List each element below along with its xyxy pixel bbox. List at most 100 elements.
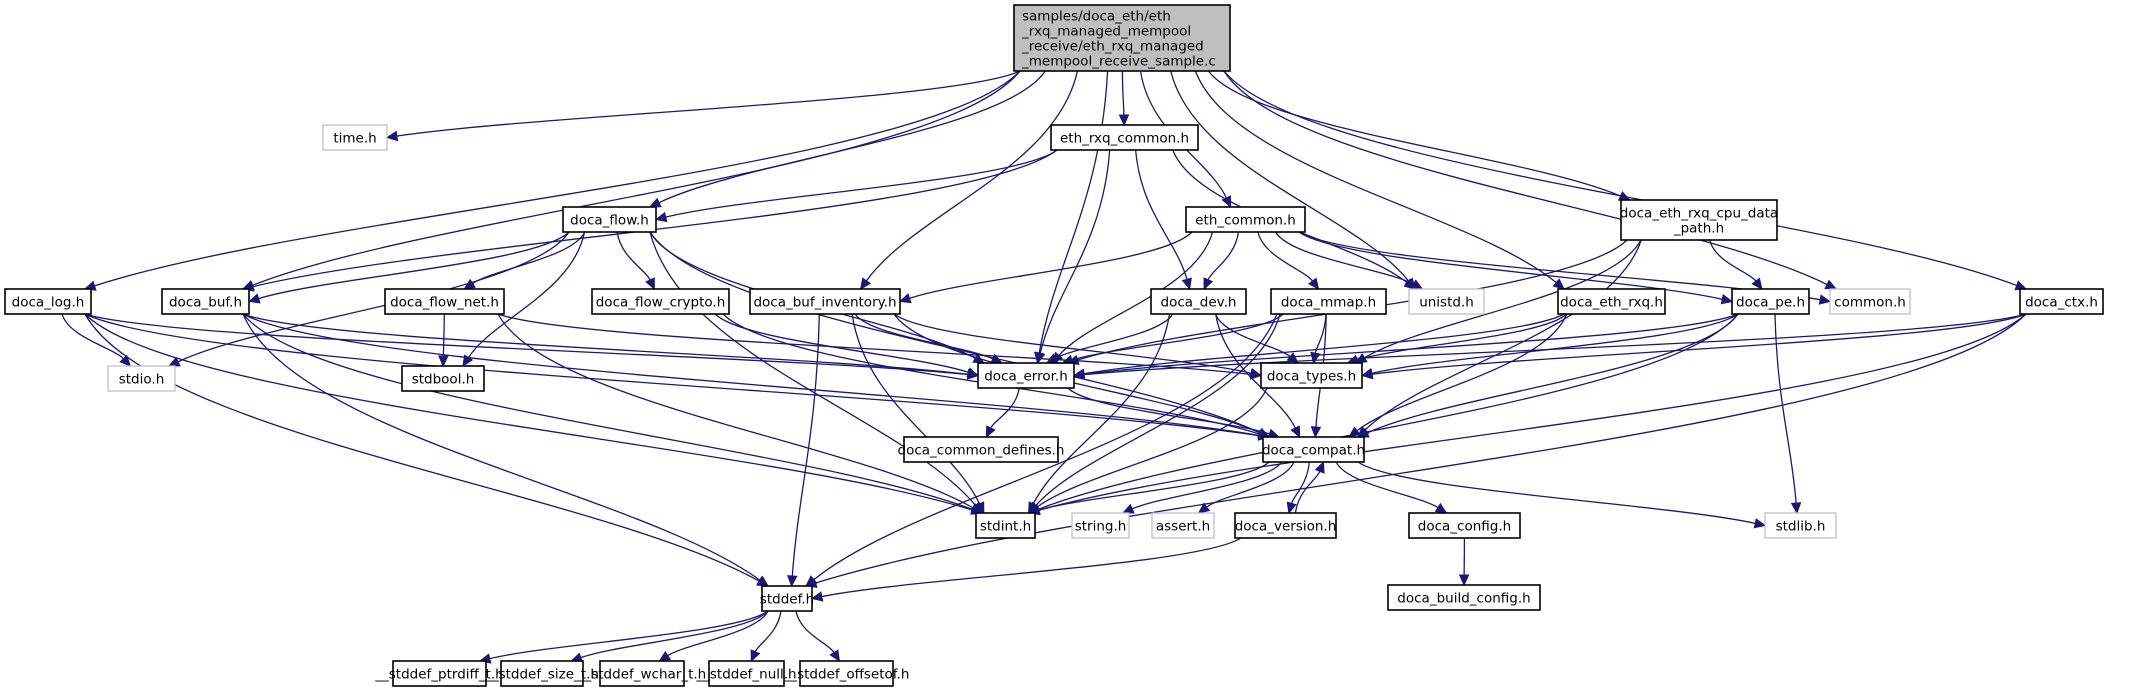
node-stddef-offsetof[interactable]: __stddef_offsetof.h: [783, 660, 910, 687]
node-doca-compat[interactable]: doca_compat.h: [1262, 436, 1365, 463]
node-doca-buf[interactable]: doca_buf.h: [161, 288, 250, 315]
node-common[interactable]: common.h: [1829, 288, 1911, 315]
edge-line: [252, 149, 1058, 288]
node-stdio[interactable]: stdio.h: [107, 365, 176, 392]
edge-doca-eth-rxq-to-doca-compat: [1348, 313, 1568, 438]
edge-doca-flow-net-to-stdint: [497, 313, 984, 514]
node-box: [1620, 199, 1778, 241]
node-doca-config[interactable]: doca_config.h: [1408, 512, 1521, 539]
node-label: __stddef_ptrdiff_t.h: [374, 667, 503, 683]
edge-line: [1083, 313, 1739, 375]
edge-line: [1356, 313, 1568, 432]
edge-line: [242, 313, 761, 581]
node-stddef-wchar-t[interactable]: __stddef_wchar_t.h: [577, 660, 707, 687]
node-doca-eth-rxq-cpu-data-path[interactable]: doca_eth_rxq_cpu_data_path.h: [1620, 199, 1778, 241]
edge-line: [1170, 70, 1410, 282]
edge-line: [714, 313, 969, 374]
edge-doca-ctx-to-doca-types: [1360, 313, 2027, 380]
edge-line: [1131, 461, 1283, 510]
edge-line: [990, 387, 1020, 429]
node-doca-types[interactable]: doca_types.h: [1260, 362, 1363, 389]
node-assert[interactable]: assert.h: [1151, 512, 1215, 539]
edge-stddef-to-stddef-wchar-t: [658, 610, 769, 662]
node-box: [761, 585, 813, 612]
edge-line: [1214, 313, 1291, 358]
arrowhead-icon: [787, 575, 798, 588]
node-doca-log[interactable]: doca_log.h: [4, 288, 92, 315]
node-box: [500, 660, 584, 687]
arrowhead-icon: [645, 277, 655, 291]
node-box: [1013, 4, 1231, 72]
edge-line: [1032, 313, 1171, 505]
node-box: [107, 365, 176, 392]
node-box: [1234, 512, 1337, 539]
edge-line: [1207, 231, 1240, 281]
arrowhead-icon: [438, 355, 449, 368]
node-doca-flow-crypto[interactable]: doca_flow_crypto.h: [591, 288, 730, 315]
node-doca-flow-net[interactable]: doca_flow_net.h: [384, 288, 505, 315]
node-box: [799, 660, 894, 687]
node-doca-buf-inventory[interactable]: doca_buf_inventory.h: [749, 288, 901, 315]
edge-root-to-doca-log: [83, 70, 1021, 291]
edge-line: [854, 313, 994, 360]
node-stddef-null[interactable]: __stddef_null.h: [695, 660, 797, 687]
node-root[interactable]: samples/doca_eth/eth_rxq_managed_mempool…: [1013, 4, 1231, 72]
node-unistd[interactable]: unistd.h: [1408, 288, 1485, 315]
node-doca-flow[interactable]: doca_flow.h: [562, 206, 657, 233]
edge-line: [1371, 313, 1739, 374]
node-box: [1262, 436, 1365, 463]
node-doca-version[interactable]: doca_version.h: [1234, 512, 1337, 539]
node-box: [1150, 288, 1247, 315]
node-label: eth_common.h: [1195, 213, 1296, 229]
node-doca-pe[interactable]: doca_pe.h: [1731, 288, 1810, 315]
edge-stddef-to-stddef-null: [750, 610, 782, 663]
node-label: _path.h: [1673, 221, 1724, 237]
node-stdlib[interactable]: stdlib.h: [1764, 512, 1837, 539]
node-box: [1557, 288, 1666, 315]
arrowhead-icon: [658, 650, 672, 662]
edge-line: [865, 70, 1079, 282]
edge-line: [1371, 313, 2027, 375]
node-stddef-size-t[interactable]: __stddef_size_t.h: [484, 660, 599, 687]
edge-doca-log-to-stdio: [61, 313, 132, 367]
edge-line: [1071, 313, 1284, 361]
edge-root-to-time: [385, 70, 1021, 142]
node-doca-error[interactable]: doca_error.h: [977, 362, 1075, 389]
edge-doca-buf-inventory-to-stdint: [851, 313, 985, 515]
node-stddef-ptrdiff-t[interactable]: __stddef_ptrdiff_t.h: [374, 660, 504, 687]
node-label: doca_log.h: [12, 295, 85, 311]
node-doca-common-defines[interactable]: doca_common_defines.h: [898, 436, 1065, 463]
edge-line: [94, 70, 1021, 287]
edge-doca-buf-to-stdint: [242, 313, 984, 515]
edge-doca-compat-to-string: [1121, 461, 1283, 514]
edge-doca-pe-to-doca-compat: [1356, 313, 1739, 438]
edge-line: [1335, 461, 1439, 509]
node-box: [4, 288, 92, 315]
node-doca-build-config[interactable]: doca_build_config.h: [1387, 584, 1541, 611]
node-string[interactable]: string.h: [1071, 512, 1130, 539]
edge-eth-common-to-doca-mmap: [1257, 231, 1320, 290]
arrowhead-icon: [829, 649, 841, 663]
node-stdbool[interactable]: stdbool.h: [401, 365, 485, 392]
node-label: eth_rxq_common.h: [1060, 131, 1189, 147]
edge-eth-common-to-doca-buf-inventory: [898, 231, 1193, 304]
node-doca-ctx[interactable]: doca_ctx.h: [2019, 288, 2104, 315]
edge-line: [665, 149, 1058, 218]
node-doca-eth-rxq[interactable]: doca_eth_rxq.h: [1557, 288, 1666, 315]
node-time[interactable]: time.h: [322, 124, 388, 151]
edge-line: [1035, 313, 1281, 507]
edge-line: [1314, 313, 1327, 354]
arrowhead-icon: [1197, 502, 1211, 514]
node-eth-common[interactable]: eth_common.h: [1185, 206, 1306, 233]
node-eth-rxq-common[interactable]: eth_rxq_common.h: [1050, 124, 1199, 151]
edge-root-to-doca-flow: [648, 70, 1046, 208]
edge-line: [1194, 70, 1557, 284]
node-box: [1071, 512, 1130, 539]
node-stdint[interactable]: stdint.h: [975, 512, 1036, 539]
node-stddef[interactable]: stddef.h: [760, 585, 814, 612]
node-doca-dev[interactable]: doca_dev.h: [1150, 288, 1247, 315]
edge-doca-compat-to-assert: [1197, 461, 1295, 514]
node-doca-mmap[interactable]: doca_mmap.h: [1270, 288, 1387, 315]
edge-line: [722, 313, 1260, 435]
